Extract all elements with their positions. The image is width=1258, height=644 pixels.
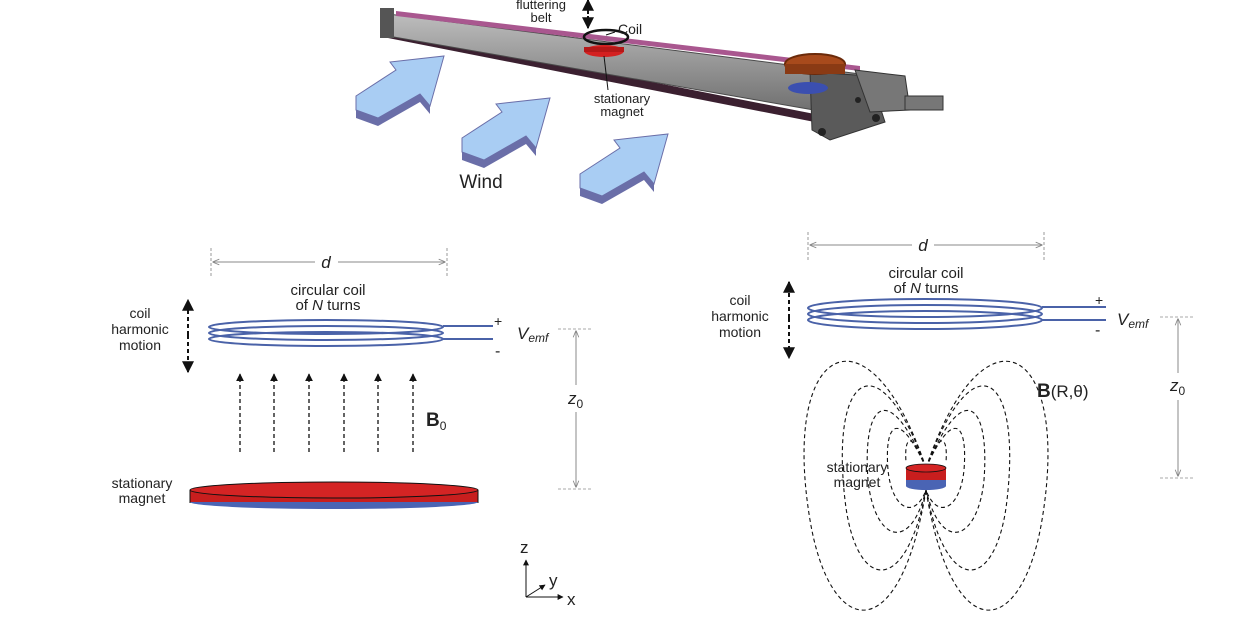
top-magnet-label-line1: stationary — [594, 91, 651, 106]
vemf-label: Vemf — [1117, 310, 1150, 331]
plus-sign: + — [1095, 292, 1103, 308]
axis-x-label: x — [567, 590, 576, 609]
coil-text-line1: circular coil — [290, 282, 365, 299]
z0-label: z0 — [567, 389, 584, 411]
b-field-label: B(R,θ) — [1037, 381, 1089, 402]
minus-sign: - — [1095, 322, 1100, 339]
belt-label-line2: belt — [531, 10, 552, 25]
axis-z-label: z — [520, 538, 529, 557]
fluttering-belt — [396, 11, 860, 71]
coil-text-line2: of N turns — [893, 280, 958, 297]
coil-text-line2: of N turns — [295, 297, 360, 314]
motion-line1: coil — [129, 305, 150, 321]
left-mount — [380, 8, 394, 38]
magnet-label-line2: magnet — [119, 490, 166, 506]
left-magnet — [189, 481, 479, 509]
axis-y-label: y — [549, 571, 558, 590]
wind-arrow — [579, 133, 669, 204]
b0-label: B0 — [426, 410, 447, 433]
middle-coil-ring — [582, 28, 630, 46]
wind-arrow — [355, 55, 445, 126]
motion-line1: coil — [729, 292, 750, 308]
magnet-leader — [603, 55, 609, 91]
coil-loops — [208, 319, 493, 347]
wind-label: Wind — [459, 172, 502, 193]
magnet-label-line1: stationary — [827, 459, 888, 475]
motion-line3: motion — [719, 324, 761, 340]
end-clip — [904, 95, 944, 111]
axes-triad: z y x — [520, 538, 576, 609]
belt-label-line1: fluttering — [516, 0, 566, 12]
d-label: d — [321, 253, 331, 272]
d-label: d — [918, 236, 928, 255]
magnet-label-line1: stationary — [112, 475, 173, 491]
wind-arrow — [461, 97, 551, 168]
middle-red-magnet-body — [584, 47, 624, 52]
magnet-label-line2: magnet — [834, 474, 881, 490]
bolt — [818, 128, 826, 136]
motion-line2: harmonic — [111, 321, 169, 337]
top-magnet-label-line2: magnet — [600, 104, 644, 119]
bolt — [855, 97, 861, 103]
dipole-field-lines — [803, 360, 1049, 611]
copper-coil-body — [785, 64, 845, 74]
coil-text-line1: circular coil — [888, 265, 963, 282]
vemf-label: Vemf — [517, 324, 550, 345]
right-panel: d circular coil of N turns coil harmonic… — [711, 232, 1195, 611]
motion-line2: harmonic — [711, 308, 769, 324]
plus-sign: + — [494, 313, 502, 329]
bolt — [872, 114, 880, 122]
motion-line3: motion — [119, 337, 161, 353]
left-panel: d circular coil of N turns coil harmonic… — [111, 248, 592, 509]
z0-label: z0 — [1169, 376, 1186, 398]
coil-loops — [807, 298, 1106, 330]
coil-leader — [605, 31, 616, 36]
b0-field-arrows — [236, 373, 417, 452]
device-blue-magnet — [788, 82, 828, 94]
minus-sign: - — [495, 343, 500, 360]
harvester-device — [380, 0, 944, 141]
coil-label: Coil — [618, 21, 642, 37]
right-magnet — [905, 463, 947, 490]
